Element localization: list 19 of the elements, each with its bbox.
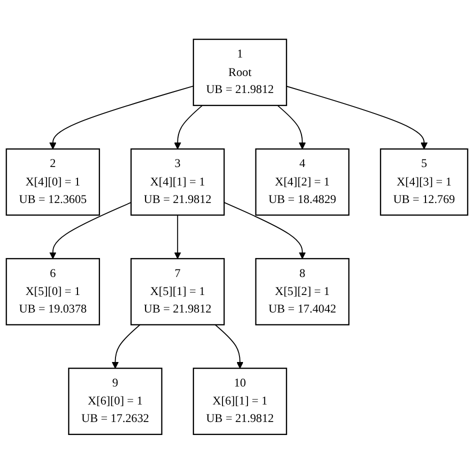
arrow <box>277 105 306 150</box>
node-box: 6 X[5][0] = 1 UB = 19.0378 <box>6 258 100 326</box>
node-box: 10 X[6][1] = 1 UB = 21.9812 <box>192 368 288 436</box>
arrow <box>174 214 182 260</box>
node-box: 7 X[5][1] = 1 UB = 21.9812 <box>130 258 225 326</box>
arrow <box>112 324 140 369</box>
node-box: 4 X[4][2] = 1 UB = 18.4829 <box>255 148 350 216</box>
arrow <box>49 86 194 150</box>
arrow <box>214 324 244 369</box>
arrow <box>174 105 203 150</box>
arrow <box>49 202 132 260</box>
node-box: 9 X[6][0] = 1 UB = 17.2632 <box>68 368 162 436</box>
node-box: 8 X[5][2] = 1 UB = 17.4042 <box>255 258 350 326</box>
node-box: 5 X[4][3] = 1 UB = 12.769 <box>380 148 468 216</box>
node-box: 1 Root UB = 21.9812 <box>192 38 288 106</box>
node-box: 3 X[4][1] = 1 UB = 21.9812 <box>130 148 225 216</box>
arrow <box>286 86 428 150</box>
node-box: 2 X[4][0] = 1 UB = 12.3605 <box>6 148 100 216</box>
arrow <box>224 202 306 260</box>
